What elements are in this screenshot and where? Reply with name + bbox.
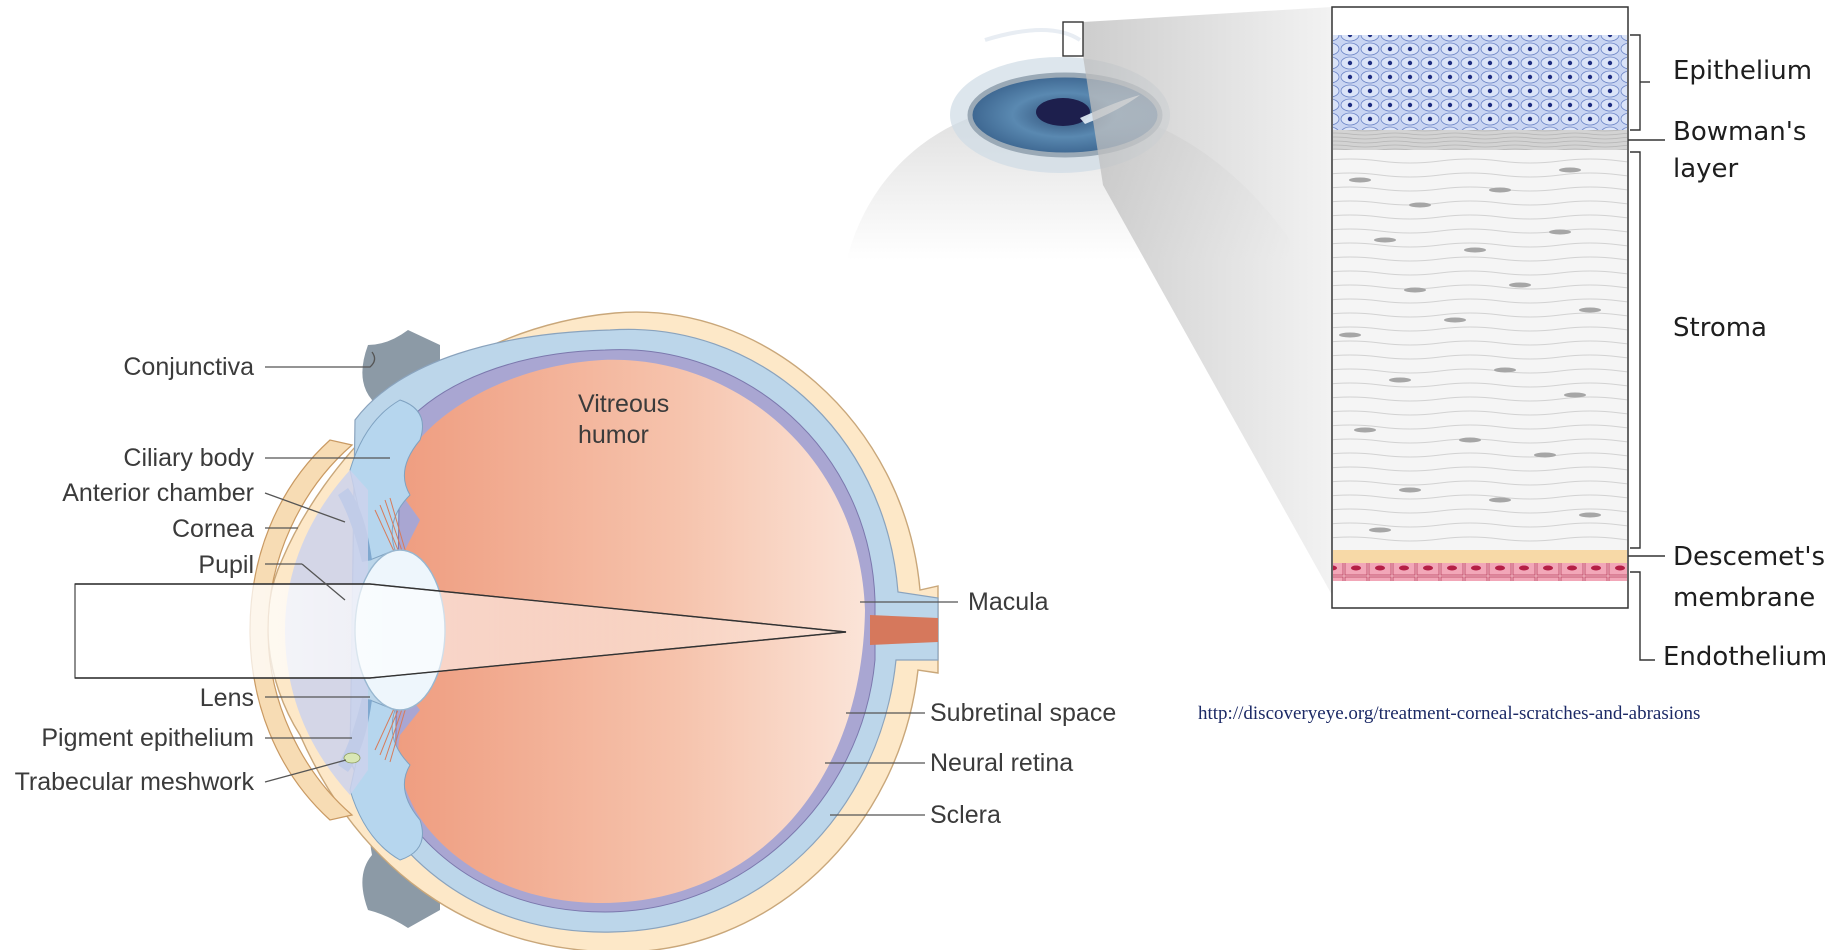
label-descemets-line2: membrane bbox=[1673, 583, 1815, 613]
label-neural-retina: Neural retina bbox=[930, 749, 1073, 777]
label-vitreous-line2: humor bbox=[578, 421, 649, 449]
label-sclera: Sclera bbox=[930, 801, 1001, 829]
label-descemets-line1: Descemet's bbox=[1673, 542, 1825, 572]
label-conjunctiva: Conjunctiva bbox=[123, 353, 254, 381]
layer-endothelium bbox=[1333, 563, 1627, 581]
label-subretinal-space: Subretinal space bbox=[930, 699, 1116, 727]
layer-descemet bbox=[1333, 550, 1627, 563]
eye-closeup-cornea-arc bbox=[985, 30, 1080, 40]
label-pigment-epithelium: Pigment epithelium bbox=[41, 724, 254, 752]
label-pupil: Pupil bbox=[198, 551, 254, 579]
label-ciliary-body: Ciliary body bbox=[123, 444, 254, 472]
source-url[interactable]: http://discoveryeye.org/treatment-cornea… bbox=[1198, 703, 1700, 724]
zoom-cone bbox=[1083, 7, 1332, 595]
layer-bowman bbox=[1333, 130, 1627, 150]
cornea-layers-diagram: Epithelium Bowman's layer Stroma Desceme… bbox=[1332, 7, 1827, 672]
label-macula: Macula bbox=[968, 588, 1049, 616]
label-cornea: Cornea bbox=[172, 515, 254, 543]
label-bowmans-line2: layer bbox=[1673, 154, 1739, 184]
layer-stroma bbox=[1333, 150, 1627, 550]
label-endothelium: Endothelium bbox=[1663, 642, 1827, 672]
eye-closeup-pupil bbox=[1036, 98, 1090, 126]
trabecular-meshwork-shape bbox=[344, 753, 360, 763]
layer-brackets bbox=[1628, 35, 1665, 660]
label-lens: Lens bbox=[200, 684, 254, 712]
eye-cross-section: Conjunctiva Ciliary body Anterior chambe… bbox=[15, 312, 1117, 950]
label-trabecular-meshwork: Trabecular meshwork bbox=[15, 768, 255, 796]
optic-nerve bbox=[870, 615, 938, 645]
label-epithelium: Epithelium bbox=[1673, 56, 1812, 86]
eye-closeup bbox=[848, 7, 1332, 595]
layer-epithelium bbox=[1333, 35, 1627, 130]
label-bowmans-line1: Bowman's bbox=[1673, 117, 1806, 147]
label-anterior-chamber: Anterior chamber bbox=[62, 479, 254, 507]
label-vitreous-line1: Vitreous bbox=[578, 390, 669, 418]
label-stroma: Stroma bbox=[1673, 313, 1767, 343]
